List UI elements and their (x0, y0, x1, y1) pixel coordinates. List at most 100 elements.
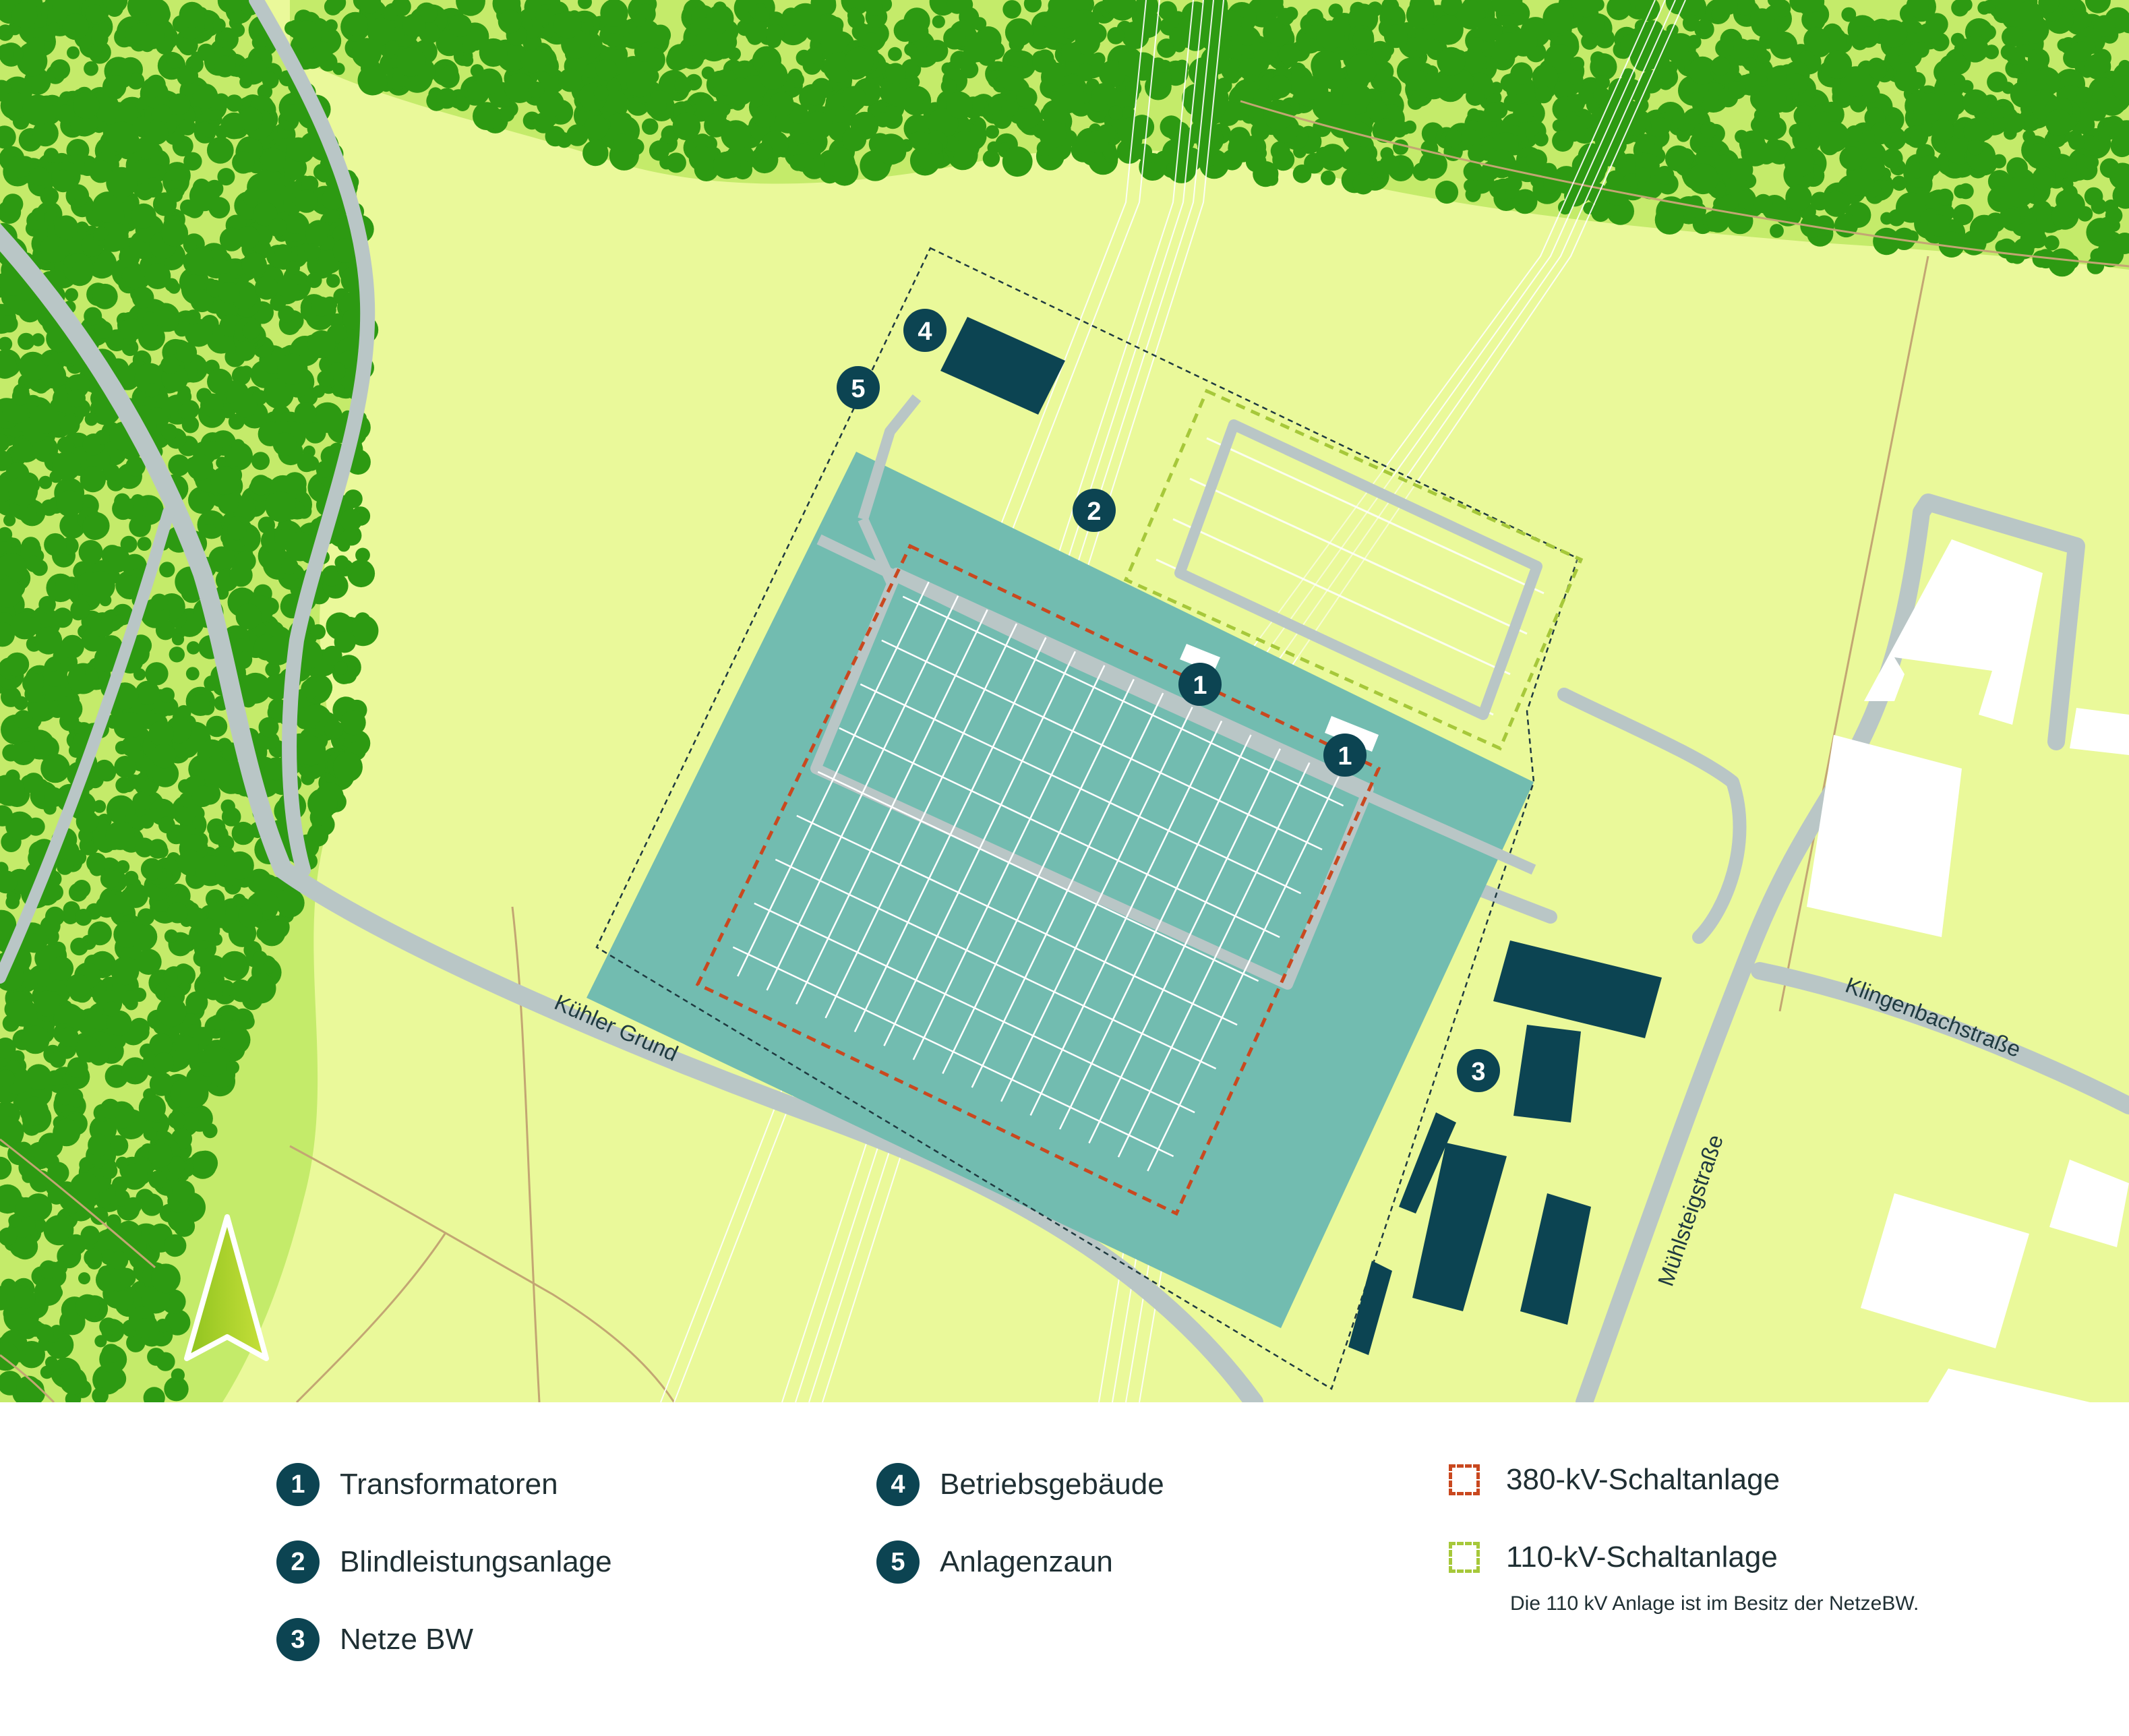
tree-canopy (69, 1094, 83, 1108)
tree-canopy (240, 672, 271, 704)
tree-canopy (2103, 115, 2125, 138)
tree-canopy (220, 953, 245, 977)
tree-canopy (0, 578, 22, 608)
marker-anlagenzaun[interactable]: 5 (837, 366, 880, 409)
tree-canopy (498, 9, 522, 34)
tree-canopy (584, 115, 609, 140)
tree-canopy (584, 63, 599, 79)
tree-canopy (112, 614, 125, 628)
tree-canopy (1846, 125, 1863, 142)
tree-canopy (304, 422, 326, 444)
tree-canopy (1960, 80, 1974, 94)
tree-canopy (135, 680, 160, 705)
tree-canopy (461, 54, 474, 67)
legend-item-110kv-schaltanlage: 110-kV-Schaltanlage (1443, 1540, 1778, 1574)
tree-canopy (44, 787, 64, 808)
switchyard-grid-line (1117, 762, 1311, 1158)
tree-canopy (65, 288, 78, 302)
tree-canopy (172, 1180, 195, 1203)
tree-canopy (537, 71, 550, 84)
legend-label: 110-kV-Schaltanlage (1506, 1540, 1778, 1574)
tree-canopy (92, 800, 107, 813)
map-canvas: Kühler Grund Klingenbachstraße Mühlsteig… (0, 0, 2129, 1402)
tree-canopy (129, 775, 144, 789)
marker-transformator-b[interactable]: 1 (1323, 734, 1367, 777)
tree-canopy (0, 355, 18, 379)
tree-canopy (209, 825, 229, 845)
tree-canopy (1406, 36, 1421, 51)
tree-canopy (862, 32, 880, 50)
tree-canopy (2076, 86, 2093, 102)
tree-canopy (824, 147, 855, 178)
tree-canopy (114, 102, 139, 126)
tree-canopy (2015, 164, 2028, 178)
tree-canopy (1793, 104, 1816, 127)
legend-item-netze-bw: 3 Netze BW (276, 1618, 473, 1661)
tree-canopy (304, 243, 321, 260)
tree-canopy (8, 477, 38, 506)
legend-item-transformatoren: 1 Transformatoren (276, 1463, 558, 1506)
marker-betriebsgebaeude[interactable]: 4 (903, 309, 947, 352)
tree-canopy (593, 85, 609, 101)
tree-canopy (115, 777, 132, 794)
tree-canopy (52, 451, 82, 481)
tree-canopy (286, 92, 299, 105)
tree-canopy (347, 560, 376, 588)
tree-canopy (226, 1060, 239, 1075)
tree-canopy (56, 104, 76, 124)
tree-canopy (13, 696, 28, 711)
tree-canopy (225, 94, 243, 112)
tree-canopy (190, 289, 214, 313)
tree-canopy (274, 244, 292, 262)
tree-canopy (498, 106, 515, 122)
tree-canopy (2068, 133, 2085, 150)
legend-badge: 2 (276, 1540, 320, 1584)
tree-canopy (212, 18, 226, 32)
tree-canopy (217, 0, 242, 13)
tree-canopy (982, 150, 1000, 167)
tree-canopy (31, 333, 45, 347)
tree-canopy (1635, 133, 1655, 153)
tree-canopy (75, 909, 92, 926)
tree-canopy (605, 33, 620, 48)
tree-canopy (180, 400, 200, 419)
tree-canopy (11, 2, 38, 28)
tree-canopy (1464, 179, 1477, 192)
marker-netze-bw[interactable]: 3 (1457, 1049, 1500, 1092)
tree-canopy (2080, 65, 2093, 78)
tree-canopy (102, 463, 121, 482)
tree-canopy (1759, 142, 1780, 163)
tree-canopy (847, 7, 862, 23)
tree-canopy (1162, 139, 1189, 166)
tree-canopy (0, 44, 14, 61)
tree-canopy (156, 996, 187, 1027)
tree-canopy (43, 148, 59, 163)
tree-canopy (59, 1367, 87, 1395)
tree-canopy (1577, 11, 1605, 39)
tree-canopy (84, 1248, 102, 1267)
tree-canopy (82, 514, 108, 541)
tree-canopy (164, 929, 179, 943)
tree-canopy (115, 366, 140, 390)
tree-canopy (545, 125, 566, 147)
tree-canopy (265, 661, 280, 678)
marker-transformator-a[interactable]: 1 (1178, 663, 1222, 706)
map-legend: 1 Transformatoren 2 Blindleistungsanlage… (0, 1402, 2129, 1736)
tree-canopy (322, 645, 342, 666)
tree-canopy (456, 0, 485, 16)
switchyard-380kv-grid (732, 581, 1344, 1172)
tree-canopy (1908, 0, 1929, 18)
tree-canopy (600, 0, 628, 27)
marker-blindleistung[interactable]: 2 (1073, 489, 1116, 532)
tree-canopy (111, 957, 140, 986)
tree-canopy (1216, 78, 1232, 94)
netze-bw-buildings (1348, 940, 1662, 1355)
tree-canopy (455, 96, 470, 111)
tree-canopy (164, 1234, 187, 1257)
tree-canopy (1982, 0, 1996, 14)
tree-canopy (1202, 0, 1228, 18)
tree-canopy (231, 439, 245, 452)
tree-canopy (396, 47, 426, 77)
tree-canopy (1553, 80, 1575, 101)
tree-canopy (205, 179, 224, 198)
